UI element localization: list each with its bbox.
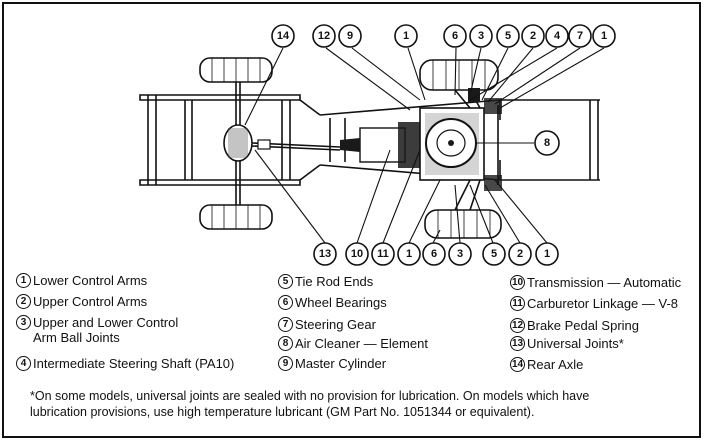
callout-wheel-bearings-top: 6 xyxy=(443,24,467,48)
svg-text:2: 2 xyxy=(517,248,523,260)
legend-item-4: 4 Intermediate Steering Shaft (PA10) xyxy=(16,356,234,371)
legend-item-10: 10 Transmission — Automatic xyxy=(510,275,682,290)
svg-text:5: 5 xyxy=(491,248,497,260)
legend-item-13: 13 Universal Joints* xyxy=(510,336,624,351)
svg-text:4: 4 xyxy=(554,30,561,42)
legend-item-7: 7 Steering Gear xyxy=(278,317,376,332)
svg-text:1: 1 xyxy=(544,248,550,260)
svg-text:10: 10 xyxy=(351,248,363,260)
callout-tie-rod-ends-bottom: 5 xyxy=(482,242,506,266)
legend-item-6: 6 Wheel Bearings xyxy=(278,295,387,310)
callout-ball-joints-bottom: 3 xyxy=(448,242,472,266)
svg-text:13: 13 xyxy=(319,248,331,260)
legend-item-2: 2 Upper Control Arms xyxy=(16,294,147,309)
svg-text:14: 14 xyxy=(277,30,290,42)
callout-lower-control-arms-bottom: 1 xyxy=(397,242,421,266)
callout-upper-control-arms-bottom: 2 xyxy=(508,242,532,266)
svg-text:12: 12 xyxy=(318,30,330,42)
callout-wheel-bearings-bottom: 6 xyxy=(422,242,446,266)
callout-master-cylinder: 9 xyxy=(338,24,362,48)
front-chassis xyxy=(319,59,600,239)
callout-upper-control-arms-top: 2 xyxy=(521,24,545,48)
front-tire-bottom xyxy=(424,209,502,239)
svg-text:9: 9 xyxy=(347,30,353,42)
legend-item-1: 1 Lower Control Arms xyxy=(16,273,147,288)
svg-text:1: 1 xyxy=(406,248,412,260)
svg-text:3: 3 xyxy=(457,248,463,260)
callout-lower-control-arms-top: 1 xyxy=(394,24,418,48)
callout-rear-axle: 14 xyxy=(271,24,295,48)
callout-lower-control-arms-bottom-right: 1 xyxy=(535,242,559,266)
svg-text:2: 2 xyxy=(530,30,536,42)
callout-steering-gear: 7 xyxy=(568,24,592,48)
legend-item-3: 3 Upper and Lower Control Arm Ball Joint… xyxy=(16,315,178,345)
svg-text:7: 7 xyxy=(577,30,583,42)
footnote-line-1: *On some models, universal joints are se… xyxy=(30,389,590,403)
legend-item-14: 14 Rear Axle xyxy=(510,357,584,372)
callout-lower-control-arms-top-right: 1 xyxy=(592,24,616,48)
legend-item-3-line1: Upper and Lower Control xyxy=(33,315,179,330)
svg-text:3: 3 xyxy=(478,30,484,42)
legend-item-11: 11 Carburetor Linkage — V-8 xyxy=(510,296,678,311)
diagram-frame xyxy=(2,2,701,438)
svg-text:5: 5 xyxy=(505,30,511,42)
svg-text:11: 11 xyxy=(377,248,389,260)
legend-item-8: 8 Air Cleaner — Element xyxy=(278,336,428,351)
leader-lines xyxy=(244,47,605,244)
callout-air-cleaner: 8 xyxy=(534,130,560,156)
legend-item-5: 5 Tie Rod Ends xyxy=(278,274,373,289)
svg-text:6: 6 xyxy=(452,30,458,42)
rear-chassis xyxy=(139,57,341,230)
footnote-line-2: lubrication provisions, use high tempera… xyxy=(30,405,535,419)
legend-item-9: 9 Master Cylinder xyxy=(278,356,386,371)
svg-text:1: 1 xyxy=(601,30,607,42)
callout-transmission: 10 xyxy=(345,242,369,266)
svg-text:8: 8 xyxy=(544,137,550,149)
callout-steering-shaft: 4 xyxy=(545,24,569,48)
svg-text:6: 6 xyxy=(431,248,437,260)
callout-universal-joints: 13 xyxy=(313,242,337,266)
callout-tie-rod-ends-top: 5 xyxy=(496,24,520,48)
footnote: *On some models, universal joints are se… xyxy=(30,388,670,420)
callout-brake-pedal-spring: 12 xyxy=(312,24,336,48)
legend-item-12: 12 Brake Pedal Spring xyxy=(510,318,640,333)
legend-item-3-line2: Arm Ball Joints xyxy=(33,330,120,345)
callout-ball-joints-top: 3 xyxy=(469,24,493,48)
svg-text:1: 1 xyxy=(403,30,409,42)
callout-carburetor-linkage: 11 xyxy=(371,242,395,266)
